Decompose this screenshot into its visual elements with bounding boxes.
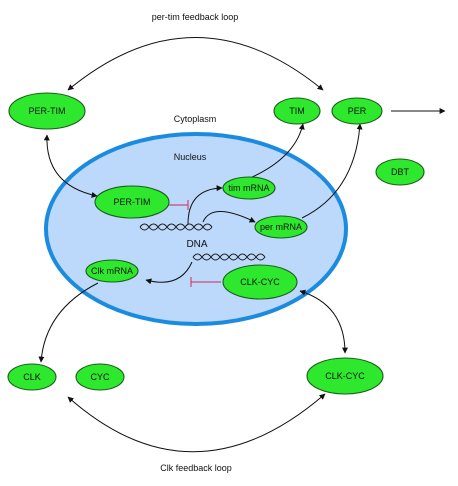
svg-text:Clk mRNA: Clk mRNA (91, 266, 133, 276)
per-translation-arrow (301, 123, 363, 219)
svg-text:PER: PER (348, 106, 367, 116)
node-dbt: DBT (375, 158, 425, 186)
node-clk: CLK (7, 363, 57, 391)
svg-text:CLK-CYC: CLK-CYC (240, 277, 280, 287)
svg-text:PER-TIM: PER-TIM (114, 197, 151, 207)
node-tim: TIM (273, 97, 321, 125)
nucleus-label: Nucleus (174, 152, 207, 162)
node-per: PER (331, 97, 383, 125)
dna-helix-upper-b (139, 223, 213, 231)
cytoplasm-label: Cytoplasm (174, 114, 217, 124)
node-per-tim-cytoplasm: PER-TIM (8, 92, 86, 130)
node-tim-mrna: tim mRNA (222, 176, 276, 200)
clk-loop-label: Clk feedback loop (160, 463, 232, 473)
node-clk-cyc-cytoplasm: CLK-CYC (306, 357, 384, 395)
dna-helix-lower-b (192, 253, 266, 261)
per-tim-transport-arrow (43, 134, 98, 198)
clk-transcription-arrow (145, 261, 193, 285)
tim-translation-arrow (249, 123, 305, 179)
node-clk-mrna: Clk mRNA (85, 259, 139, 283)
svg-text:per mRNA: per mRNA (260, 222, 302, 232)
clk-cyc-inhibition (190, 277, 221, 287)
clk-loop-arrow (67, 393, 326, 453)
node-per-tim-nucleus: PER-TIM (94, 185, 170, 219)
node-clk-cyc-nucleus: CLK-CYC (222, 264, 298, 300)
node-per-mrna: per mRNA (254, 215, 308, 239)
per-transcription-arrow (202, 211, 256, 223)
tim-transcription-arrow (187, 185, 223, 225)
svg-text:TIM: TIM (289, 106, 305, 116)
svg-text:DBT: DBT (391, 167, 410, 177)
per-tim-loop-arrow (67, 37, 324, 91)
svg-text:CLK-CYC: CLK-CYC (325, 371, 365, 381)
clk-cyc-transport-arrow (299, 289, 348, 354)
svg-text:tim mRNA: tim mRNA (229, 183, 270, 193)
svg-text:CLK: CLK (23, 372, 41, 382)
node-cyc: CYC (75, 363, 125, 391)
per-tim-loop-label: per-tim feedback loop (152, 12, 239, 22)
svg-text:PER-TIM: PER-TIM (29, 106, 66, 116)
svg-text:CYC: CYC (90, 372, 110, 382)
clk-translation-arrow (38, 282, 99, 363)
dna-label: DNA (186, 239, 207, 250)
